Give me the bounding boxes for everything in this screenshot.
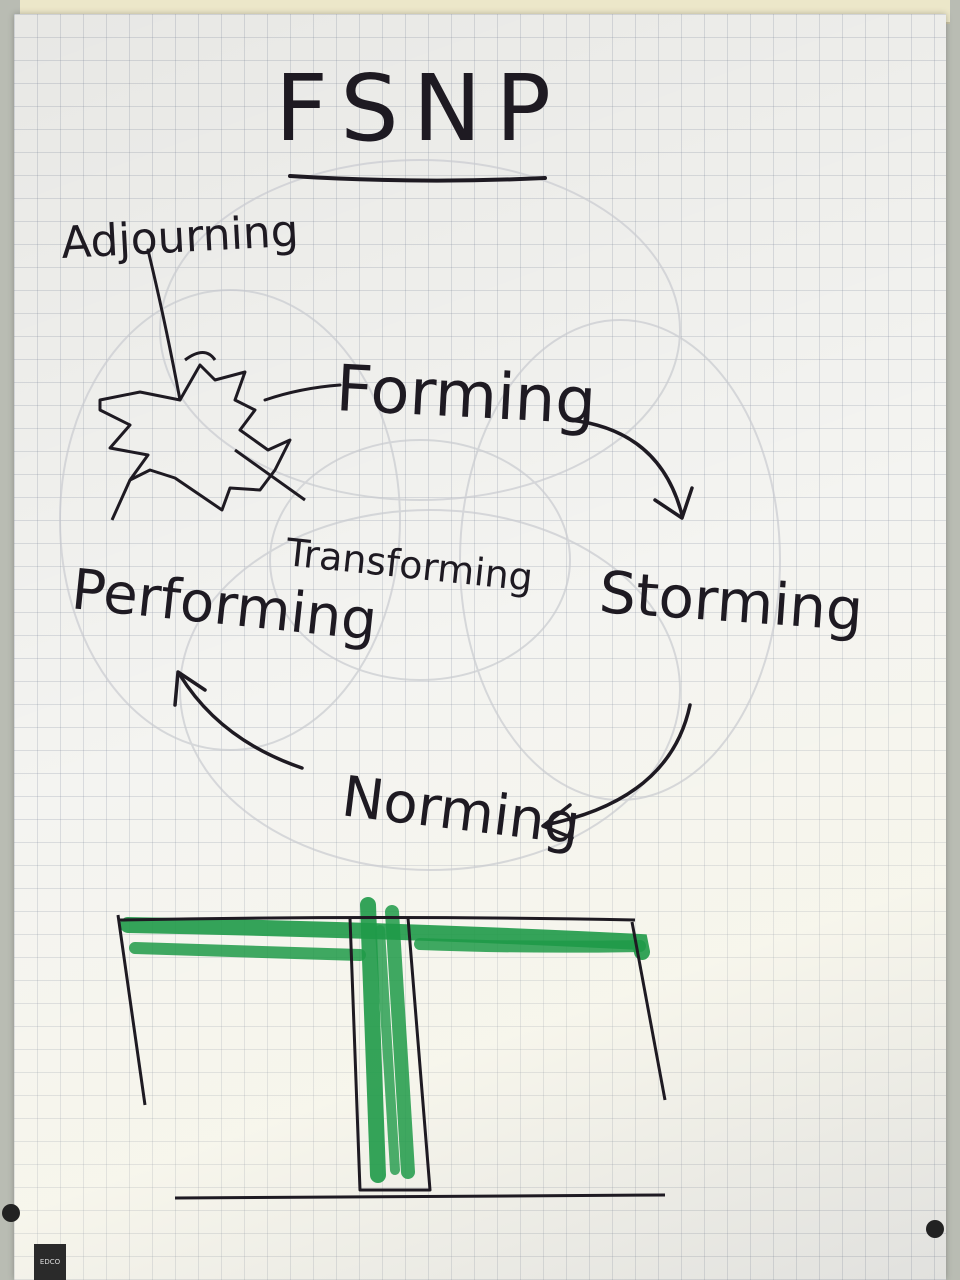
t-bar-green-highlight [120,917,650,960]
t-diagram [116,897,667,1200]
transforming-connector [234,448,306,502]
starburst-loop [184,351,217,362]
t-left-edge [116,914,147,1106]
title-underline [288,174,547,183]
label-storming: Storming [597,558,865,644]
flipchart-paper [14,14,946,1280]
t-bar-green-highlight-left [129,942,366,961]
t-stem-outline [348,917,432,1192]
t-stem-green-2 [385,905,415,1179]
label-forming: Forming [334,352,598,440]
arrowhead-norming [541,803,574,840]
starburst-tail [110,479,132,521]
label-norming: Norming [338,764,583,858]
t-bar-green-highlight-right [414,938,646,953]
brand-logo-text: EDCO [39,1258,61,1266]
t-baseline [174,1193,666,1200]
adjourning-connector [146,248,182,402]
brand-logo: EDCO [34,1244,66,1280]
label-adjourning: Adjourning [60,206,300,269]
binding-hole-left [2,1204,20,1222]
arrowhead-performing [173,670,207,707]
faint-erased-sketch [59,159,781,871]
arrowhead-storming [653,486,694,520]
t-right-edge [630,921,667,1101]
forming-connector [263,383,342,402]
arrow-forming-to-storming [568,418,684,517]
page-title: FSNP [275,55,565,162]
arrow-storming-to-norming [543,703,692,827]
t-stem-green-3 [375,925,400,1175]
arrow-norming-to-performing [178,673,304,770]
t-top-line [119,916,636,922]
t-stem-green-1 [360,897,386,1183]
binding-hole-right [926,1220,944,1238]
starburst-shape [98,363,292,512]
